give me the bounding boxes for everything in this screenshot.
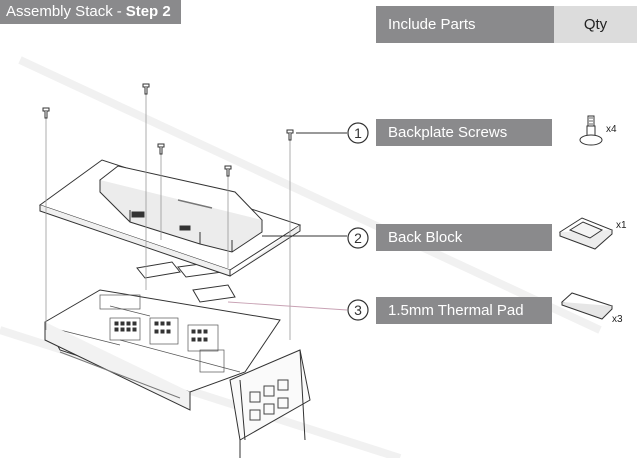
qty-thermal-pad: x3 [612, 314, 623, 325]
callout-number-2: 2 [354, 230, 362, 246]
part-label-back-block: Back Block [376, 224, 552, 251]
graphics-card [44, 289, 311, 458]
step-title-tag: Assembly Stack-Step 2 [0, 0, 181, 24]
callout-leaders [227, 132, 348, 311]
part-label-backplate-screws: Backplate Screws [376, 119, 552, 146]
back-block-icon [558, 217, 613, 250]
part-label-thermal-pad: 1.5mm Thermal Pad [376, 297, 552, 324]
qty-back-block: x1 [616, 220, 627, 231]
screw-icon [579, 115, 603, 146]
thermal-pad-icon [561, 292, 613, 320]
callout-circle-2 [347, 227, 369, 249]
qty-header: Qty [554, 6, 637, 43]
callout-number-1: 1 [354, 125, 362, 141]
callout-circles [347, 122, 369, 321]
callout-circle-3 [347, 299, 369, 321]
include-parts-header: Include Parts [376, 6, 554, 43]
parts-table-header: Include Parts Qty [376, 6, 637, 43]
callout-circle-1 [347, 122, 369, 144]
callout-number-3: 3 [354, 302, 362, 318]
qty-backplate-screws: x4 [606, 124, 617, 135]
back-block [99, 165, 263, 253]
thermal-pads [136, 261, 236, 303]
step-label: Step 2 [125, 3, 171, 20]
title-separator: - [116, 3, 122, 20]
assembly-title: Assembly Stack [6, 3, 113, 20]
screws [42, 83, 294, 177]
